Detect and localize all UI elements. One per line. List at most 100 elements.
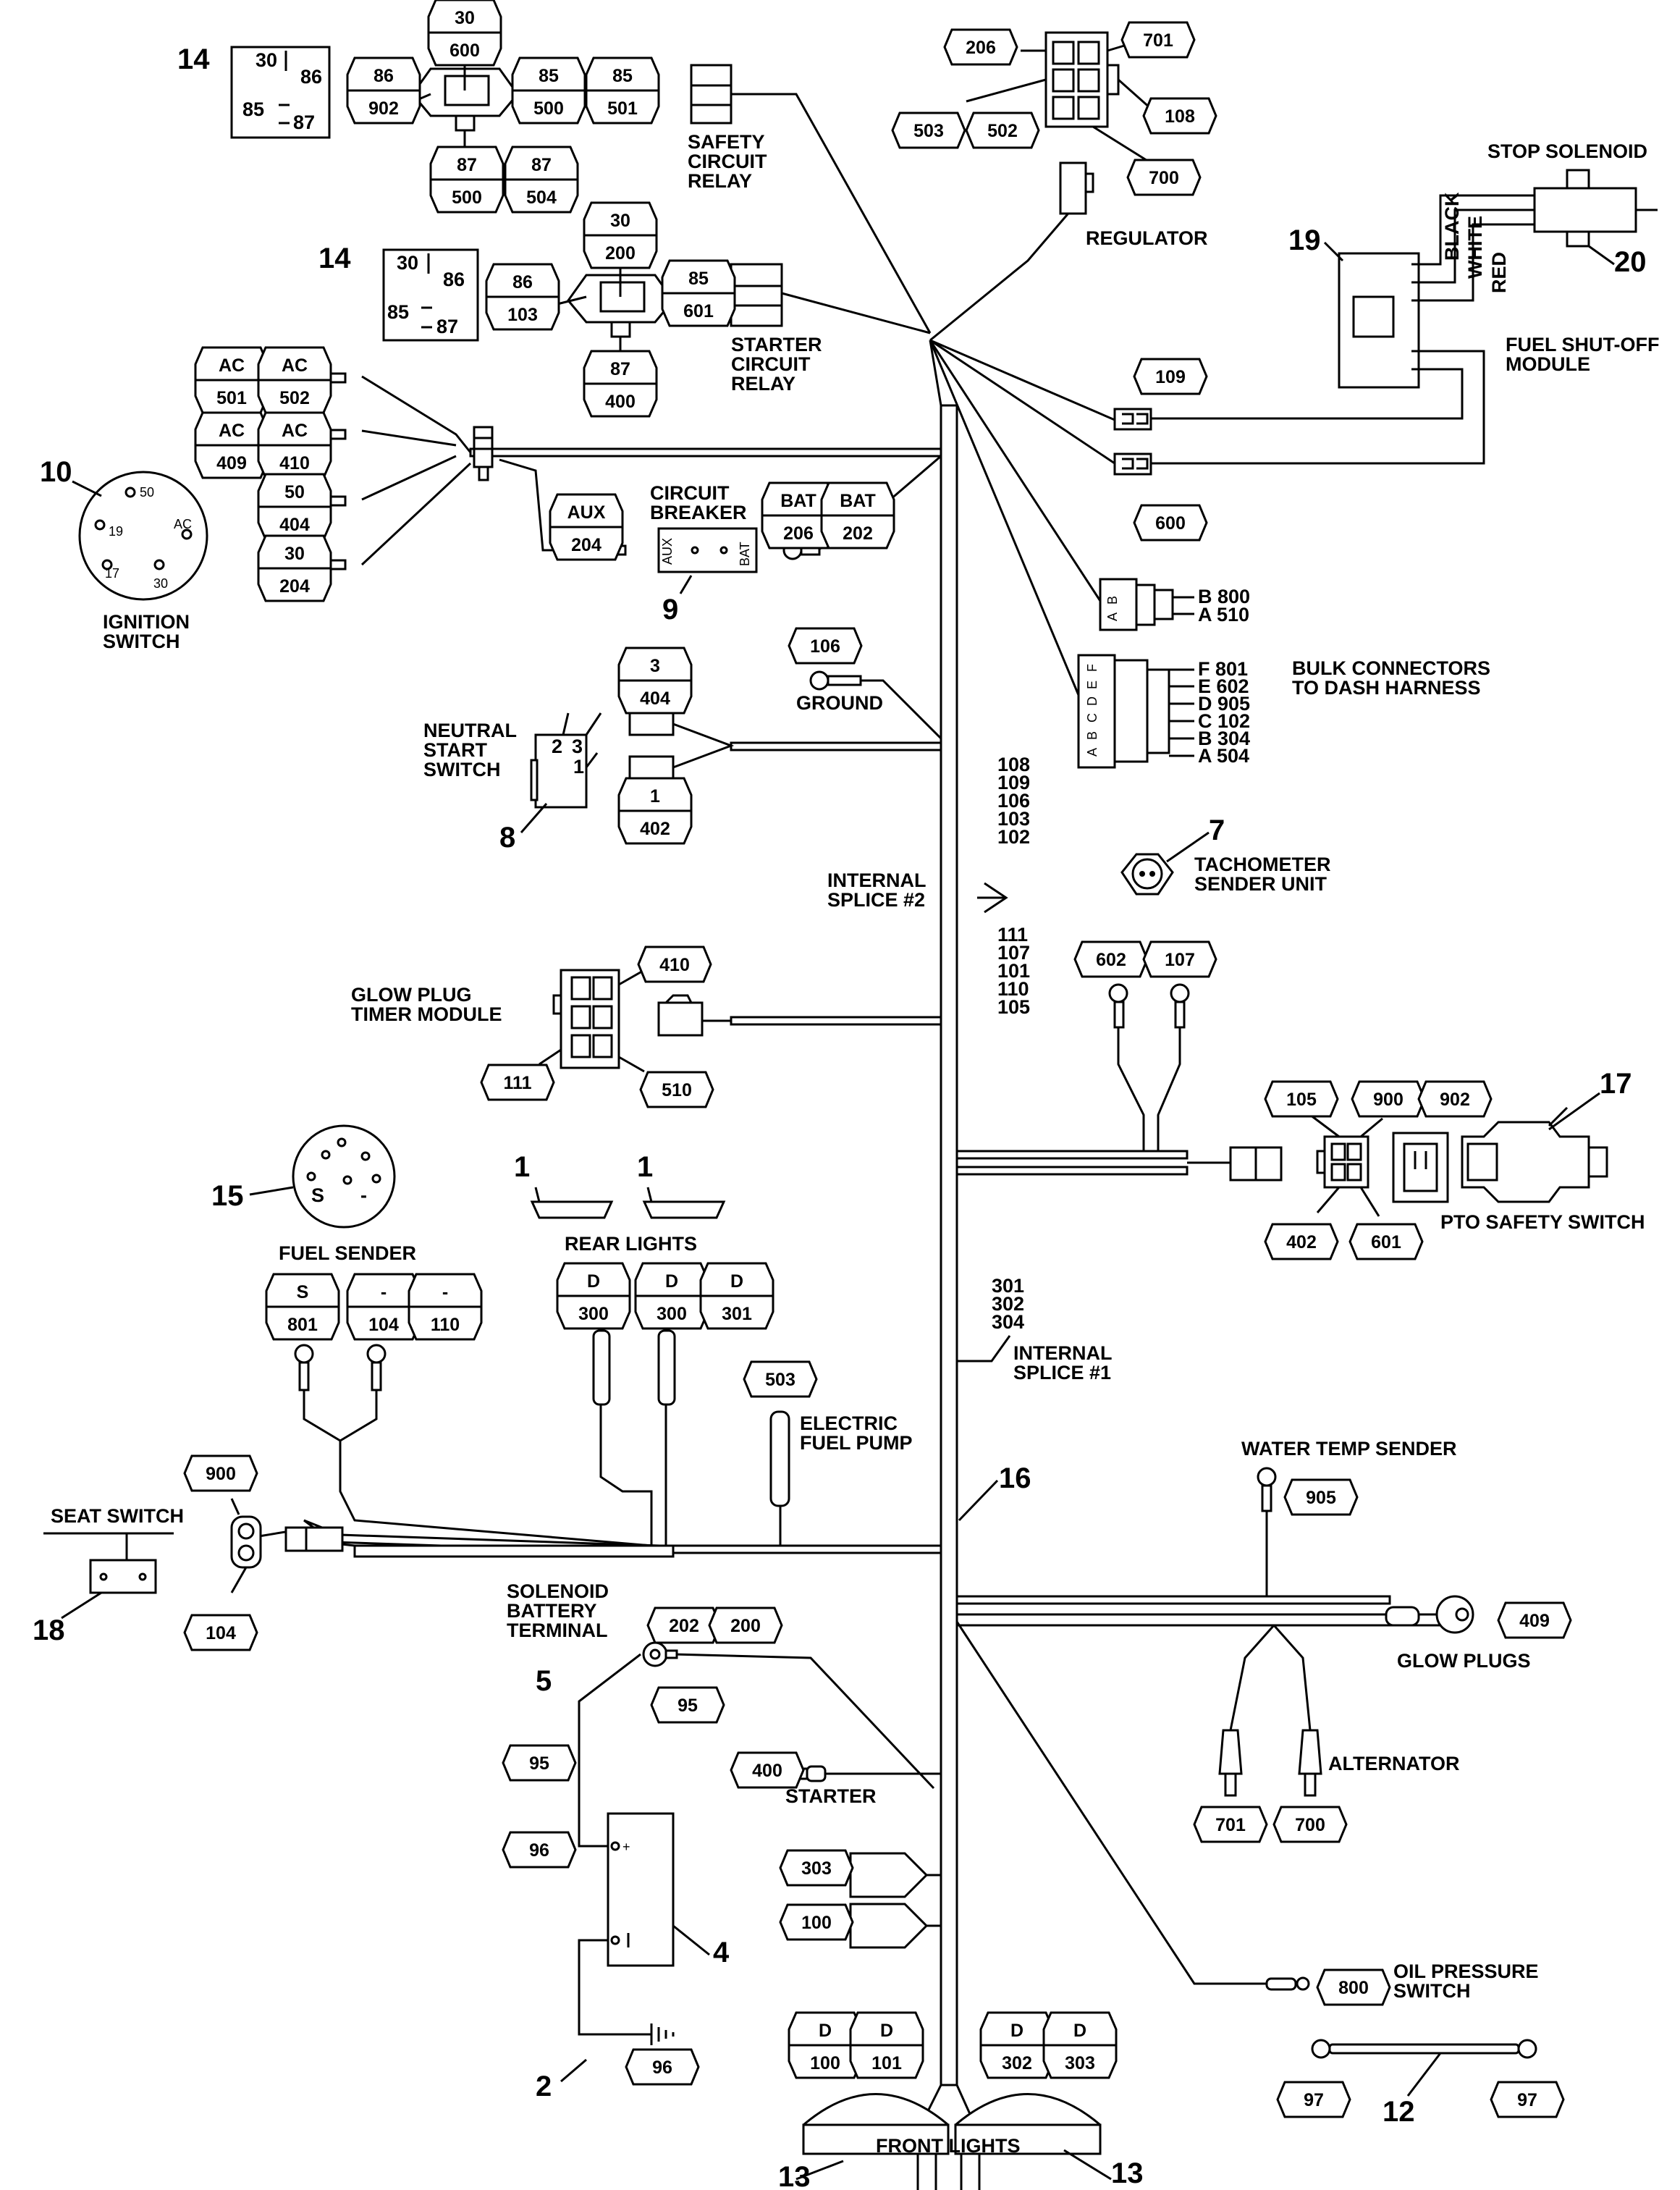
bulk-b-800: B 800: [1198, 586, 1250, 607]
pto-connector: [1229, 1113, 1383, 1217]
svg-text:109: 109: [1155, 367, 1186, 387]
relay2-pin-85: 85: [387, 301, 409, 323]
svg-text:301: 301: [722, 1304, 752, 1324]
svg-text:501: 501: [607, 98, 638, 119]
svg-text:30: 30: [610, 211, 630, 231]
svg-text:402: 402: [640, 819, 670, 839]
neutral-label-2: START: [423, 739, 487, 761]
bulk-e-602: E 602: [1198, 675, 1249, 697]
callout-12: 12: [1383, 2096, 1415, 2128]
wire-tag: 96: [625, 2048, 700, 2086]
svg-text:D: D: [819, 2021, 832, 2041]
wire-color-black: BLACK: [1441, 192, 1463, 261]
ignition-switch: 50 19 AC 17 30: [78, 471, 208, 601]
wire-tag: 97: [1490, 2081, 1565, 2118]
regulator: [1059, 161, 1094, 215]
svg-text:101: 101: [871, 2053, 902, 2073]
svg-text:300: 300: [578, 1304, 609, 1324]
svg-text:86: 86: [512, 272, 533, 292]
svg-text:111: 111: [504, 1073, 532, 1093]
svg-text:103: 103: [507, 305, 538, 325]
svg-text:206: 206: [783, 523, 814, 544]
svg-text:106: 106: [810, 636, 840, 657]
svg-text:602: 602: [1096, 950, 1126, 970]
svg-text:402: 402: [1286, 1232, 1317, 1252]
callout-7: 7: [1209, 814, 1225, 846]
splice2-wire-109: 109: [997, 772, 1030, 793]
wire-tag: 900: [1351, 1080, 1426, 1118]
splice2-wire-102: 102: [997, 826, 1030, 848]
starter-relay-label-3: RELAY: [731, 373, 795, 395]
wire-tag: 200: [708, 1606, 783, 1644]
wire-color-red: RED: [1488, 252, 1510, 293]
svg-text:-: -: [442, 1282, 448, 1302]
wire-tag: 409: [1497, 1601, 1572, 1639]
fuel-shutoff-module: [1338, 252, 1420, 389]
svg-text:95: 95: [678, 1696, 698, 1716]
svg-text:87: 87: [610, 359, 630, 379]
svg-text:600: 600: [449, 41, 480, 61]
af-pin-c: C: [1085, 713, 1099, 723]
wire-tag: 800: [1316, 1968, 1391, 2006]
relay2-pin-87: 87: [436, 316, 458, 337]
svg-text:409: 409: [1519, 1611, 1550, 1631]
svg-text:902: 902: [1440, 1090, 1470, 1110]
splice1-label-2: SPLICE #1: [1013, 1362, 1111, 1384]
wire-tag: 100: [779, 1903, 854, 1941]
relay-pin-85: 85: [242, 98, 264, 120]
svg-text:302: 302: [1002, 2053, 1032, 2073]
svg-text:400: 400: [752, 1761, 782, 1781]
ignition-pin-30: 30: [153, 576, 168, 591]
splice2-wire-108: 108: [997, 754, 1030, 775]
rear-lights: [530, 1187, 726, 1219]
safety-circuit-relay: [690, 64, 733, 125]
harness-wires: [245, 93, 1535, 2143]
svg-text:108: 108: [1165, 106, 1195, 127]
wire-tag: 109: [1133, 358, 1208, 395]
battery: +: [607, 1812, 675, 1967]
starter-circuit-relay: [730, 263, 783, 327]
wire-tag: 503: [891, 111, 966, 149]
battery-plus: +: [622, 1840, 630, 1854]
svg-text:600: 600: [1155, 513, 1186, 534]
stop-solenoid-label: STOP SOLENOID: [1487, 140, 1647, 162]
wire-tag: 700: [1272, 1806, 1348, 1843]
svg-text:3: 3: [650, 656, 660, 676]
rear-lights-label: REAR LIGHTS: [565, 1233, 697, 1255]
svg-text:100: 100: [810, 2053, 840, 2073]
callout-13-left: 13: [778, 2161, 811, 2190]
ignition-pin-19: 19: [109, 524, 123, 539]
svg-text:87: 87: [531, 155, 552, 175]
ring-terminals-602-107: [1108, 983, 1190, 1029]
fuel-sender-pin-s: S: [311, 1184, 324, 1206]
wire-tag: 601: [1348, 1223, 1424, 1260]
bulk-connector-6pin: A B C D E F: [1077, 654, 1194, 769]
callout-5: 5: [536, 1665, 552, 1697]
af-pin-d: D: [1085, 696, 1099, 706]
splice1-label-1: INTERNAL: [1013, 1342, 1113, 1364]
ground-label: GROUND: [796, 692, 883, 714]
svg-text:800: 800: [1338, 1978, 1369, 1998]
solenoid-label-1: SOLENOID: [507, 1580, 609, 1602]
rear-light-terminals: [592, 1329, 676, 1406]
svg-text:700: 700: [1295, 1815, 1325, 1835]
wire-tag: 105: [1264, 1080, 1339, 1118]
wire-tag: 700: [1126, 159, 1202, 196]
starter-label: STARTER: [785, 1785, 877, 1807]
svg-text:204: 204: [279, 576, 310, 597]
wire-color-white: WHITE: [1464, 216, 1486, 279]
tachometer-label-1: TACHOMETER: [1194, 854, 1331, 875]
svg-text:97: 97: [1517, 2090, 1537, 2110]
alternator-label: ALTERNATOR: [1328, 1753, 1460, 1774]
svg-text:107: 107: [1165, 950, 1195, 970]
